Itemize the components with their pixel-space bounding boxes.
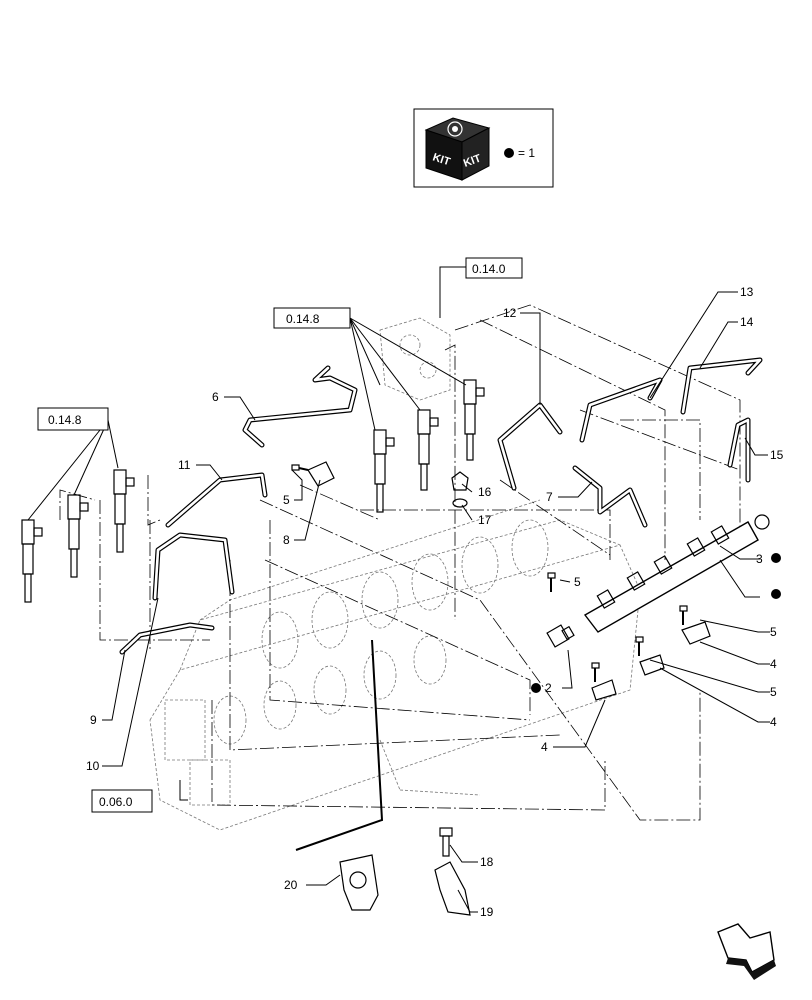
- screw: [591, 662, 600, 682]
- kit-equals-text: = 1: [518, 146, 535, 160]
- callout-17: 17: [478, 513, 492, 527]
- callout-15: 15: [770, 448, 784, 462]
- leader-lines: [27, 266, 770, 913]
- common-rail: [583, 514, 770, 633]
- reference-box-pump[interactable]: 0.14.0: [465, 257, 523, 279]
- callout-18: 18: [480, 855, 494, 869]
- kit-marker-dot-icon: [531, 683, 541, 693]
- union: [451, 471, 469, 491]
- reference-text: 0.14.8: [48, 413, 82, 427]
- callout-4: 4: [770, 715, 777, 729]
- callout-11: 11: [178, 458, 191, 472]
- callout-8: 8: [283, 533, 290, 547]
- kit-marker-dot-icon: [771, 553, 781, 563]
- cylinder-head-ghost: [149, 499, 641, 831]
- kit-legend: KIT KIT = 1: [413, 108, 554, 188]
- injector: [21, 519, 43, 603]
- callout-13: 13: [740, 285, 754, 299]
- callout-16: 16: [478, 485, 492, 499]
- callout-20: 20: [284, 878, 298, 892]
- bracket: [434, 861, 471, 916]
- reference-box-cylinder-head[interactable]: 0.06.0: [91, 789, 153, 813]
- reference-box-injectors-upper[interactable]: 0.14.8: [273, 307, 351, 329]
- injector: [417, 409, 439, 491]
- callout-19: 19: [480, 905, 494, 919]
- callout-5: 5: [574, 575, 581, 589]
- callout-10: 10: [86, 759, 100, 773]
- reference-box-injectors-left[interactable]: 0.14.8: [37, 407, 109, 431]
- screw: [679, 605, 688, 625]
- bracket: [307, 461, 335, 487]
- kit-box-icon: KIT KIT: [424, 117, 491, 181]
- injector: [463, 379, 485, 461]
- kit-text-left: KIT: [431, 151, 452, 168]
- kit-marker-dot-icon: [504, 148, 514, 158]
- screw: [291, 464, 309, 471]
- callout-7: 7: [546, 490, 553, 504]
- clamp: [639, 654, 665, 676]
- callout-14: 14: [740, 315, 754, 329]
- callout-5: 5: [770, 625, 777, 639]
- injector-group-left: [21, 469, 135, 603]
- callout-2: 2: [545, 681, 552, 695]
- callout-4: 4: [541, 740, 548, 754]
- pressure-sensor: [546, 624, 575, 648]
- callout-9: 9: [90, 713, 97, 727]
- callout-4: 4: [770, 657, 777, 671]
- navigation-arrow-icon[interactable]: [717, 923, 776, 980]
- clamp: [339, 854, 379, 911]
- callout-labels: 2 3 4 4 4 5 5 5 5 6 7 8 9 10 11 12 13 14…: [86, 285, 784, 919]
- small-parts: [291, 461, 711, 916]
- reference-text: 0.06.0: [99, 795, 133, 809]
- callout-12: 12: [503, 306, 517, 320]
- reference-text: 0.14.0: [472, 262, 506, 276]
- clamp: [681, 621, 711, 645]
- screw: [547, 572, 556, 592]
- kit-text-right: KIT: [462, 152, 483, 169]
- fuel-pump-ghost: [379, 317, 451, 401]
- clamp: [591, 679, 617, 701]
- callout-5: 5: [283, 493, 290, 507]
- injector: [67, 494, 89, 578]
- fuel-pipes: [119, 357, 763, 655]
- seal-ring: [452, 498, 468, 508]
- injector: [373, 429, 395, 513]
- screw: [635, 636, 644, 656]
- callout-6: 6: [212, 390, 219, 404]
- callout-3: 3: [756, 552, 763, 566]
- callout-5: 5: [770, 685, 777, 699]
- injector-group-upper: [373, 379, 485, 513]
- kit-marker-dot-icon: [771, 589, 781, 599]
- projection-lines: [59, 304, 741, 821]
- bolt: [439, 827, 453, 857]
- reference-text: 0.14.8: [286, 312, 320, 326]
- injector: [113, 469, 135, 553]
